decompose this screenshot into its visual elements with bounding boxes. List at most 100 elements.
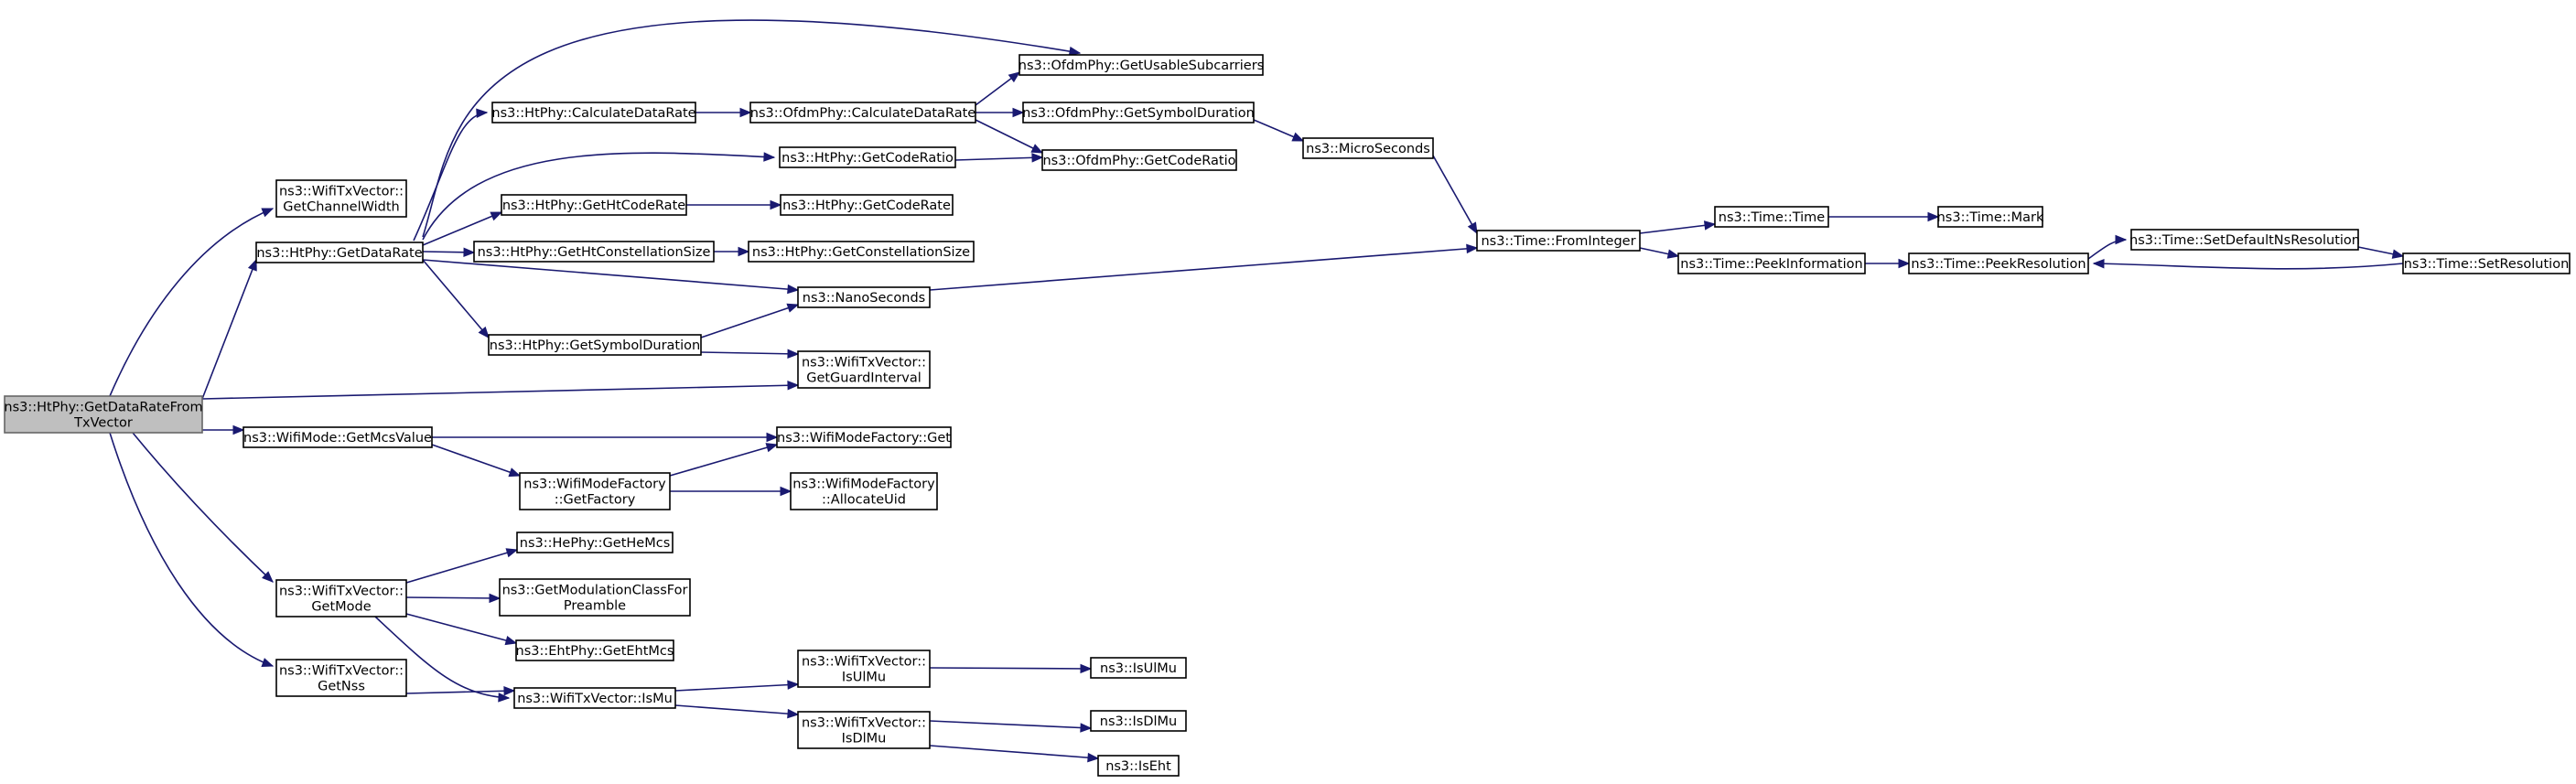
node-box [4, 395, 203, 434]
node-wifiModeGetMcs[interactable]: ns3::WifiMode::GetMcsValue [243, 426, 433, 448]
node-label: ns3::OfdmPhy::GetUsableSubcarriers [1019, 59, 1264, 73]
edge-line [422, 19, 1081, 238]
edge-line [132, 432, 274, 583]
edge-htGetDataRate-to-htCalcDataRate [413, 108, 489, 242]
node-label: ns3::NanoSeconds [803, 291, 925, 306]
node-label: ns3::OfdmPhy::CalculateDataRate [750, 106, 975, 121]
node-box [797, 711, 931, 749]
node-getChannelWidth[interactable]: ns3::WifiTxVector::GetChannelWidth [275, 179, 407, 218]
node-label: ns3::WifiModeFactory [523, 478, 666, 492]
node-txvGetMode[interactable]: ns3::WifiTxVector::GetMode [275, 579, 407, 618]
edge-line [422, 211, 502, 246]
node-microSeconds[interactable]: ns3::MicroSeconds [1302, 137, 1434, 159]
edge-line [374, 616, 510, 699]
node-label: ns3::WifiModeFactory::Get [777, 431, 951, 446]
node-htGetHtCodeRate[interactable]: ns3::HtPhy::GetHtCodeRate [501, 194, 687, 216]
node-wifiModeFactoryGet[interactable]: ns3::WifiModeFactory::Get [776, 426, 952, 448]
node-isDlMu[interactable]: ns3::IsDlMu [1090, 710, 1187, 732]
edge-htGetDataRate-to-htGetHtConst [422, 247, 476, 258]
node-timeSetRes[interactable]: ns3::Time::SetResolution [2402, 252, 2571, 274]
node-ofdmGetCodeRatio[interactable]: ns3::OfdmPhy::GetCodeRatio [1041, 149, 1237, 171]
node-timePeekInfo[interactable]: ns3::Time::PeekInformation [1677, 252, 1866, 274]
node-box [780, 194, 954, 216]
edge-txvIsUlMu-to-isUlMu [929, 663, 1093, 674]
node-txvGetNss[interactable]: ns3::WifiTxVector::GetNss [275, 659, 407, 697]
edge-timeSetDefaultNs-to-timeSetRes [2357, 246, 2405, 259]
node-box [1090, 657, 1187, 679]
node-htGetConst[interactable]: ns3::HtPhy::GetConstellationSize [748, 241, 975, 263]
arrow-head-icon [738, 246, 750, 257]
node-timeFromInteger[interactable]: ns3::Time::FromInteger [1476, 230, 1641, 252]
edge-line [422, 259, 799, 291]
edge-wifiModeFactoryGetFactory-to-wifiModeFactoryAlloc [670, 486, 792, 497]
edge-line [422, 259, 490, 338]
node-wifiModeFactoryAlloc[interactable]: ns3::WifiModeFactory::AllocateUid [790, 472, 938, 510]
arrow-head-icon [1012, 107, 1025, 118]
edge-line [201, 259, 257, 400]
node-box [513, 687, 676, 709]
node-box [776, 426, 952, 448]
arrow-head-icon [489, 593, 501, 604]
node-ofdmSymbolDur[interactable]: ns3::OfdmPhy::GetSymbolDuration [1022, 102, 1255, 124]
node-label: ns3::MicroSeconds [1306, 142, 1430, 156]
node-box [275, 659, 407, 697]
edge-txvGetMode-to-txvIsMu [374, 616, 511, 703]
node-label: ns3::WifiTxVector:: [802, 655, 926, 670]
node-label: IsUlMu [842, 671, 886, 685]
arrow-head-icon [508, 467, 522, 478]
edge-root-to-txvGetMode [132, 432, 274, 583]
node-box [1097, 755, 1180, 777]
node-getGuardInterval[interactable]: ns3::WifiTxVector::GetGuardInterval [797, 350, 931, 389]
node-timeSetDefaultNs[interactable]: ns3::Time::SetDefaultNsResolution [2129, 229, 2360, 251]
node-label: ns3::Time::FromInteger [1481, 234, 1635, 249]
node-ofdmCalcDataRate[interactable]: ns3::OfdmPhy::CalculateDataRate [749, 102, 976, 124]
arrow-head-icon [463, 247, 476, 258]
node-timeMark[interactable]: ns3::Time::Mark [1937, 206, 2044, 228]
edge-txvGetMode-to-heGetHeMcs [405, 548, 519, 584]
node-htCalcDataRate[interactable]: ns3::HtPhy::CalculateDataRate [491, 102, 696, 124]
node-txvIsUlMu[interactable]: ns3::WifiTxVector::IsUlMu [797, 650, 931, 688]
node-nanoSeconds[interactable]: ns3::NanoSeconds [797, 286, 931, 308]
arrow-head-icon [232, 424, 245, 435]
arrow-head-icon [1031, 153, 1044, 163]
node-box [2130, 229, 2359, 251]
node-isUlMu[interactable]: ns3::IsUlMu [1090, 657, 1187, 679]
node-htGetDataRate[interactable]: ns3::HtPhy::GetDataRate [255, 242, 424, 263]
arrow-head-icon [503, 686, 516, 696]
node-box [519, 472, 671, 510]
edge-txvIsMu-to-txvIsUlMu [674, 680, 800, 692]
node-timeTime[interactable]: ns3::Time::Time [1714, 206, 1829, 228]
node-label: ns3::HtPhy::CalculateDataRate [491, 106, 695, 121]
node-htGetCodeRatio[interactable]: ns3::HtPhy::GetCodeRatio [779, 146, 956, 168]
arrow-head-icon [478, 326, 490, 339]
node-htGetSymbolDur[interactable]: ns3::HtPhy::GetSymbolDuration [488, 334, 702, 356]
arrow-head-icon [1898, 258, 1911, 269]
edge-line [929, 667, 1092, 670]
node-box [1908, 252, 2089, 274]
node-label: ns3::WifiMode::GetMcsValue [243, 431, 432, 446]
node-heGetHeMcs[interactable]: ns3::HePhy::GetHeMcs [516, 532, 674, 553]
node-label: ns3::EhtPhy::GetEhtMcs [516, 644, 674, 659]
node-txvIsDlMu[interactable]: ns3::WifiTxVector::IsDlMu [797, 711, 931, 749]
arrow-head-icon [1080, 723, 1093, 733]
node-ofdmUsableSub[interactable]: ns3::OfdmPhy::GetUsableSubcarriers [1019, 54, 1264, 76]
node-label: ns3::WifiTxVector:: [802, 716, 926, 731]
node-timePeekRes[interactable]: ns3::Time::PeekResolution [1908, 252, 2089, 274]
arrow-head-icon [1080, 663, 1093, 674]
arrow-head-icon [1467, 221, 1478, 235]
node-htGetCodeRate[interactable]: ns3::HtPhy::GetCodeRate [780, 194, 954, 216]
arrow-head-icon [1030, 144, 1044, 154]
node-box [797, 650, 931, 688]
node-wifiModeFactoryGetFactory[interactable]: ns3::WifiModeFactory::GetFactory [519, 472, 671, 510]
node-txvIsMu[interactable]: ns3::WifiTxVector::IsMu [513, 687, 676, 709]
node-label: ns3::Time::PeekResolution [1911, 257, 2086, 272]
edge-root-to-txvGetNss [109, 432, 275, 668]
arrow-head-icon [262, 571, 274, 583]
node-htGetHtConst[interactable]: ns3::HtPhy::GetHtConstellationSize [473, 241, 715, 263]
node-label: ns3::HePhy::GetHeMcs [520, 536, 671, 551]
node-box [255, 242, 424, 263]
node-isEht[interactable]: ns3::IsEht [1097, 755, 1180, 777]
node-ehtGetEhtMcs[interactable]: ns3::EhtPhy::GetEhtMcs [515, 639, 674, 661]
